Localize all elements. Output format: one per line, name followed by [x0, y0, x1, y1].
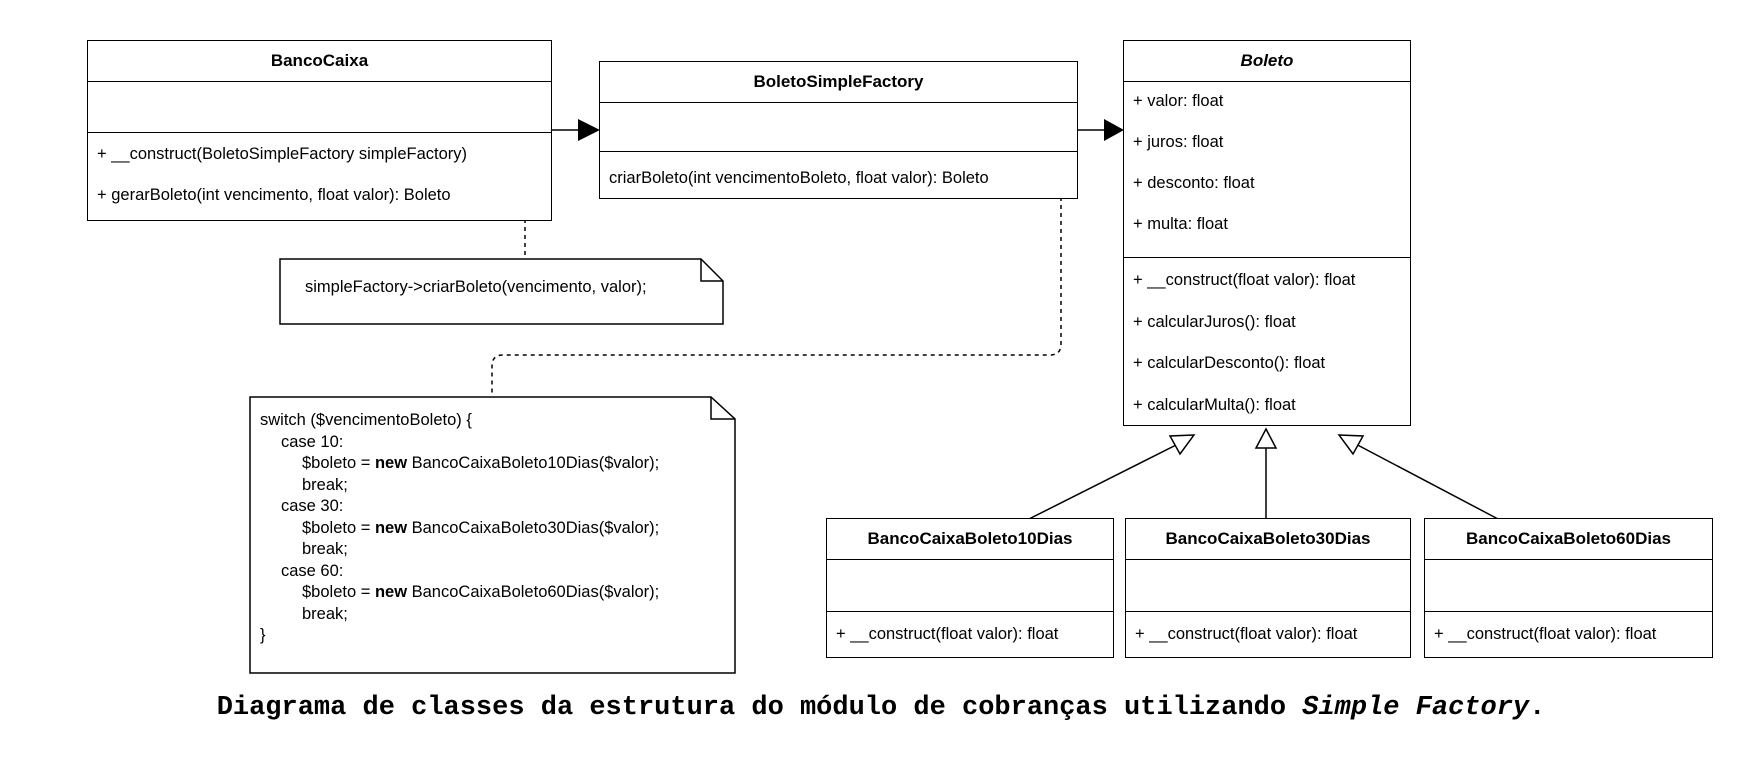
method-construct: + __construct(float valor): float	[1133, 271, 1356, 289]
association-arrowhead-factory	[578, 119, 600, 141]
code-line-break: break;	[302, 475, 348, 494]
code-line-new30: $boleto = new BancoCaixaBoleto30Dias($va…	[260, 518, 659, 540]
class-name: BancoCaixa	[88, 41, 551, 82]
code-line-new10: $boleto = new BancoCaixaBoleto10Dias($va…	[260, 453, 659, 475]
methods-section: + __construct(float valor): float	[1126, 612, 1410, 644]
methods-section: + __construct(BoletoSimpleFactory simple…	[88, 133, 551, 205]
class-boleto-simple-factory[interactable]: BoletoSimpleFactory criarBoleto(int venc…	[599, 61, 1078, 199]
assign: $boleto =	[302, 518, 375, 537]
assign: $boleto =	[302, 583, 375, 601]
attributes-section	[1126, 560, 1410, 612]
class-call: BancoCaixaBoleto30Dias($valor);	[407, 518, 660, 537]
note-text: simpleFactory->criarBoleto(vencimento, v…	[305, 278, 647, 296]
association-arrowhead-boleto	[1104, 119, 1124, 141]
class-banco-caixa-boleto-60-dias[interactable]: BancoCaixaBoleto60Dias + __construct(flo…	[1424, 518, 1713, 658]
method-gerar-boleto: + gerarBoleto(int vencimento, float valo…	[97, 186, 451, 204]
code-line-case10: case 10:	[281, 432, 344, 451]
code-line-break: break;	[302, 604, 348, 623]
class-call: BancoCaixaBoleto10Dias($valor);	[407, 454, 660, 472]
generalization-arrow-30	[1254, 427, 1278, 449]
attributes-section	[88, 82, 551, 133]
generalization-line-60	[1349, 440, 1499, 520]
method-criar-boleto: criarBoleto(int vencimentoBoleto, float …	[609, 169, 989, 187]
new-keyword: new	[374, 454, 408, 472]
note-shape	[249, 396, 736, 674]
class-name: Boleto	[1124, 41, 1410, 82]
attributes-section	[827, 560, 1113, 612]
method-calcular-juros: + calcularJuros(): float	[1133, 313, 1296, 331]
method-construct: + __construct(float valor): float	[1135, 625, 1358, 643]
attributes-section: + valor: float + juros: float + desconto…	[1124, 82, 1410, 258]
methods-section: + __construct(float valor): float + calc…	[1124, 258, 1410, 415]
method-construct: + __construct(float valor): float	[836, 625, 1059, 643]
generalization-arrow-60	[1337, 434, 1365, 456]
attribute-juros: + juros: float	[1133, 133, 1224, 151]
method-construct: + __construct(BoletoSimpleFactory simple…	[97, 145, 468, 163]
caption-emphasis: Simple Factory	[1302, 693, 1530, 723]
method-calcular-desconto: + calcularDesconto(): float	[1133, 354, 1326, 372]
switch-code: switch ($vencimentoBoleto) { case 10: $bol…	[260, 410, 659, 647]
new-keyword: new	[374, 583, 408, 601]
attribute-valor: + valor: float	[1133, 92, 1224, 110]
method-calcular-multa: + calcularMulta(): float	[1133, 396, 1296, 414]
code-line-case30: case 30:	[281, 497, 344, 515]
code-line-switch: switch ($vencimentoBoleto) {	[260, 411, 472, 429]
class-boleto[interactable]: Boleto + valor: float + juros: float + d…	[1123, 40, 1411, 426]
code-line-break: break;	[302, 540, 348, 558]
class-name: BancoCaixaBoleto10Dias	[827, 519, 1113, 560]
methods-section: + __construct(float valor): float	[1425, 612, 1712, 644]
caption-main: Diagrama de classes da estrutura do módu…	[216, 693, 1303, 723]
note-switch: switch ($vencimentoBoleto) { case 10: $bol…	[249, 396, 736, 674]
note-shape	[279, 258, 724, 325]
code-line-new60: $boleto = new BancoCaixaBoleto60Dias($va…	[260, 582, 659, 604]
methods-section: + __construct(float valor): float	[827, 612, 1113, 644]
class-name: BoletoSimpleFactory	[600, 62, 1077, 103]
caption-end: .	[1529, 693, 1546, 723]
method-construct: + __construct(float valor): float	[1434, 625, 1657, 643]
class-banco-caixa-boleto-10-dias[interactable]: BancoCaixaBoleto10Dias + __construct(flo…	[826, 518, 1114, 658]
attributes-section	[1425, 560, 1712, 612]
attributes-section	[600, 103, 1077, 152]
generalization-line-10	[1028, 440, 1185, 520]
code-line-case60: case 60:	[281, 561, 344, 580]
note-banco-caixa: simpleFactory->criarBoleto(vencimento, v…	[279, 258, 724, 325]
attribute-multa: + multa: float	[1133, 215, 1228, 233]
class-banco-caixa-boleto-30-dias[interactable]: BancoCaixaBoleto30Dias + __construct(flo…	[1125, 518, 1411, 658]
new-keyword: new	[374, 518, 408, 537]
methods-section: criarBoleto(int vencimentoBoleto, float …	[600, 152, 1077, 188]
figure-caption: Diagrama de classes da estrutura do módu…	[0, 693, 1762, 723]
class-call: BancoCaixaBoleto60Dias($valor);	[407, 583, 660, 601]
code-line-close: }	[260, 626, 266, 644]
generalization-arrow-10	[1168, 434, 1196, 456]
class-name: BancoCaixaBoleto30Dias	[1126, 519, 1410, 560]
class-name: BancoCaixaBoleto60Dias	[1425, 519, 1712, 560]
class-banco-caixa[interactable]: BancoCaixa + __construct(BoletoSimpleFac…	[87, 40, 552, 221]
attribute-desconto: + desconto: float	[1133, 174, 1255, 192]
assign: $boleto =	[302, 454, 375, 472]
